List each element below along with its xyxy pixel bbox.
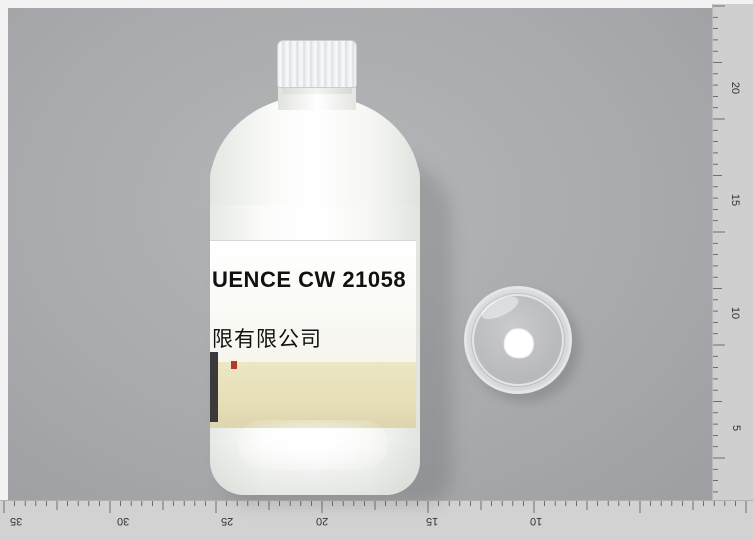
bottom-ruler-ticks <box>3 501 747 513</box>
bottle-label-product-code: UENCE CW 21058 <box>212 267 407 292</box>
bottle-label-lower-band <box>210 362 416 428</box>
bottom-ruler-label: 15 <box>426 515 439 527</box>
bottom-ruler-label: 35 <box>10 515 23 527</box>
right-ruler-label: 10 <box>729 306 742 320</box>
bottle-cap-ring <box>282 86 352 94</box>
bottom-ruler: 35 30 25 20 15 10 <box>0 500 753 540</box>
white-sample-blob <box>503 328 535 359</box>
right-ruler: 20 15 10 5 <box>712 4 753 504</box>
bottle-highlight <box>238 420 388 470</box>
bottom-ruler-label: 25 <box>221 515 234 527</box>
bottle-label-dark-strip <box>210 352 218 422</box>
right-ruler-label: 20 <box>729 81 742 95</box>
bottle-label-red-mark <box>231 361 237 369</box>
bottom-ruler-label: 30 <box>117 515 130 527</box>
bottom-ruler-label: 20 <box>316 515 329 527</box>
petri-dish-rim <box>472 294 564 386</box>
bottom-ruler-label: 10 <box>530 515 543 527</box>
bottle-cap <box>277 40 357 88</box>
bottle-label-company-name: 限有限公司 <box>212 327 322 351</box>
right-ruler-label: 5 <box>730 424 743 432</box>
bottle-label <box>210 240 416 366</box>
right-ruler-label: 15 <box>729 193 742 207</box>
right-ruler-ticks <box>713 5 725 504</box>
